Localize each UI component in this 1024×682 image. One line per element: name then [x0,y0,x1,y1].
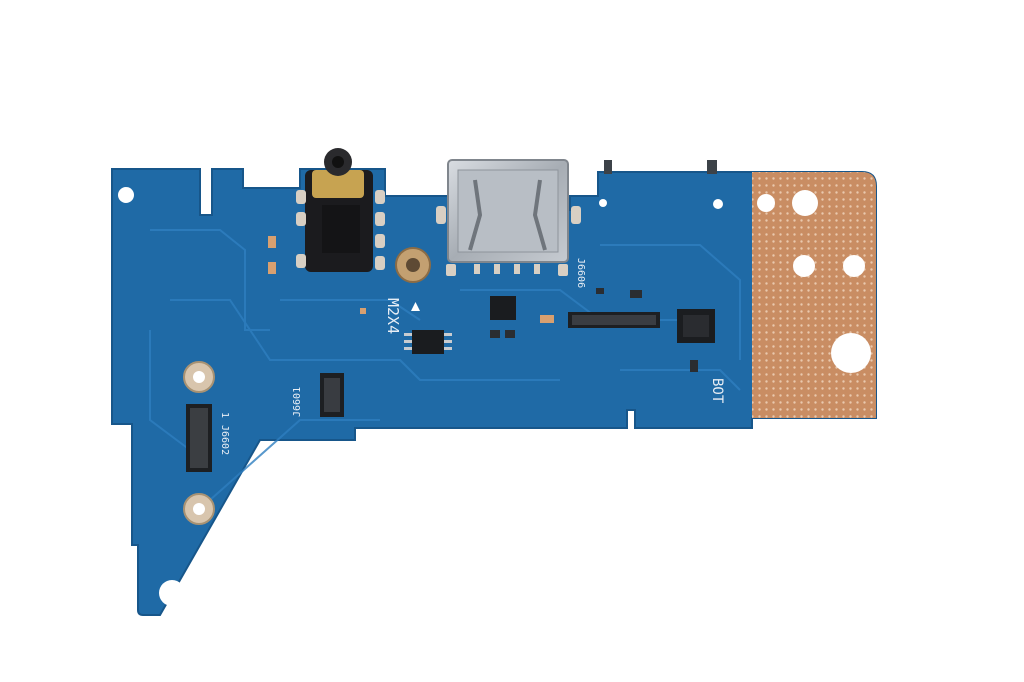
screw-standoff [183,493,215,525]
smd-components [268,236,554,323]
mounting-hole [159,580,185,606]
mounting-hole [713,199,723,209]
usb-a-port [447,159,569,263]
ic-chip [404,330,452,354]
label-pin-one: 1 [219,412,230,418]
ic-chip [677,309,715,343]
screw-triangle-icon [411,302,420,311]
label-small-connector: J6601 [292,387,303,417]
small-connector [320,373,344,417]
switch-stub [604,160,612,174]
smd-components [490,288,698,372]
label-side-marker: BOT [709,378,725,404]
label-ffc-connector: J6602 [219,425,230,455]
jack-pads [296,190,385,270]
label-usb-connector: J6606 [575,258,586,288]
mounting-hole [118,187,134,203]
ffc-connector-top [568,312,660,328]
audio-jack [305,148,373,272]
mounting-hole [599,199,607,207]
ffc-connector-side [186,404,212,472]
switch-stub [707,160,717,174]
usb-pads [436,206,581,276]
ic-chip [490,296,516,320]
pad-holes [757,190,871,373]
pcb-traces [149,229,741,501]
label-screw-size: M2X4 [384,298,402,334]
screw-standoff [395,247,431,283]
screw-standoff [183,361,215,393]
